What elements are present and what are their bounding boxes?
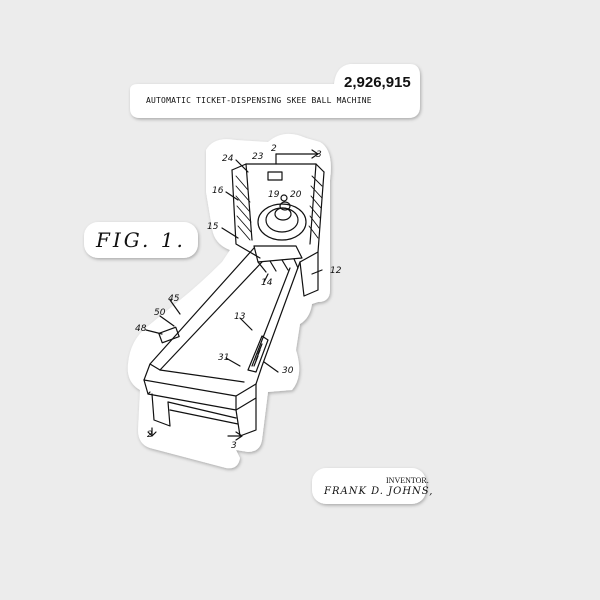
front-legs	[151, 393, 171, 427]
patent-title: AUTOMATIC TICKET-DISPENSING SKEE BALL MA…	[146, 96, 372, 105]
patent-number: 2,926,915	[344, 74, 411, 91]
lane-surface-edge	[159, 369, 245, 383]
ref-numeral-24: 24	[222, 154, 234, 164]
ref-numeral-31: 31	[218, 353, 230, 363]
section-line-bottom	[147, 427, 157, 437]
lane-right-rail	[255, 261, 301, 385]
ref-numeral-12: 12	[330, 266, 342, 276]
ref-numeral-30: 30	[282, 366, 294, 376]
ref-numeral-19: 19	[268, 190, 280, 200]
ref-numeral-3-bottom: 3	[231, 441, 237, 451]
figure-label: FIG. 1.	[96, 228, 186, 252]
ref-numeral-3-top: 3	[316, 150, 322, 160]
ball-rack	[247, 335, 269, 373]
ref-numeral-20: 20	[290, 190, 302, 200]
lane-left-rail-inner	[159, 261, 263, 371]
housing-top	[231, 163, 325, 173]
target-rings	[257, 194, 307, 241]
ref-numeral-2-top: 2	[271, 144, 277, 154]
lane-front	[143, 379, 257, 411]
inventor-label: INVENTOR.	[386, 476, 429, 485]
ref-numeral-50: 50	[154, 308, 166, 318]
inventor-name: FRANK D. JOHNS,	[324, 486, 434, 497]
ref-numeral-16: 16	[212, 186, 224, 196]
score-display	[267, 171, 283, 181]
ref-numeral-45: 45	[168, 294, 180, 304]
ref-numeral-14: 14	[261, 278, 273, 288]
ref-numeral-23: 23	[252, 152, 264, 162]
ticket-dispenser	[158, 326, 180, 344]
ref-numeral-13: 13	[234, 312, 246, 322]
ref-numeral-48: 48	[135, 324, 147, 334]
section-line-top	[275, 149, 319, 159]
lane-right-rail-inner	[251, 267, 291, 367]
hatched-side-panels	[235, 175, 323, 241]
ref-numeral-2-bottom: 2	[147, 430, 153, 440]
ref-numeral-15: 15	[207, 222, 219, 232]
